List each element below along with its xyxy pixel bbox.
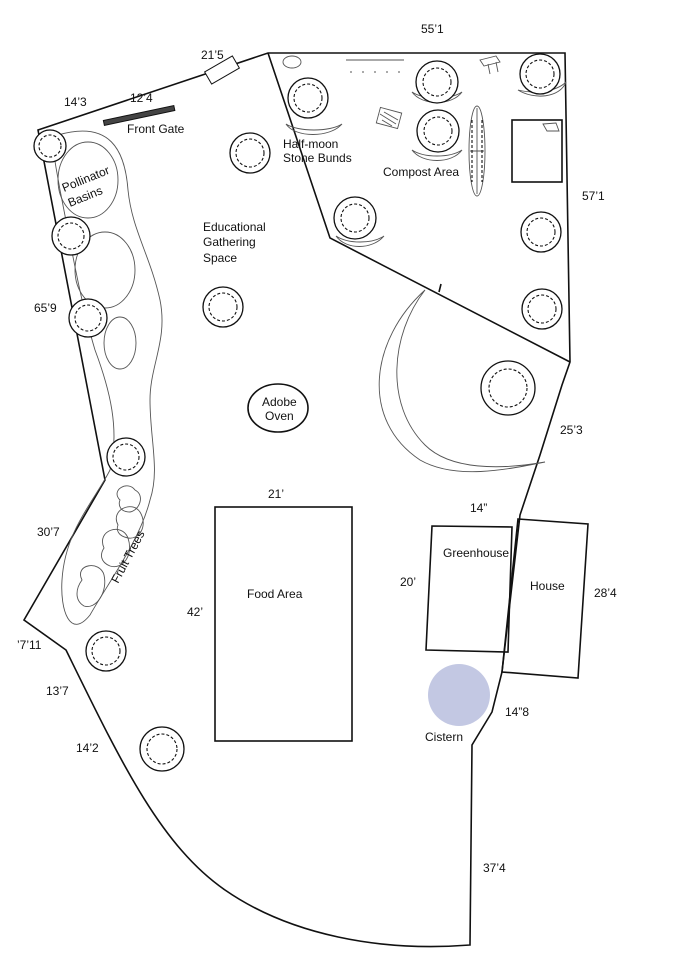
half-moon-label-1: Half-moon: [283, 137, 338, 151]
rain-gauge: [479, 55, 501, 75]
half-moon-bund-1: [285, 123, 343, 135]
educational-label-2: Gathering: [203, 235, 256, 249]
compost-tray: [375, 106, 403, 130]
crescent-swale: [378, 289, 546, 473]
compost-area-label: Compost Area: [383, 165, 459, 179]
tree-icon: [416, 109, 460, 153]
gate-structure: [203, 55, 241, 85]
pollinator-basin-1: [57, 141, 119, 219]
dim-food-side: 42’: [187, 605, 203, 619]
compost-tray-hatch: [379, 111, 399, 127]
half-moon-bund-3: [411, 149, 463, 161]
house: [501, 518, 589, 679]
dim-left-bottom: 14’2: [76, 741, 99, 755]
property-boundary: [22, 52, 571, 948]
dim-corner-left: 14’3: [64, 95, 87, 109]
small-basin: [282, 55, 302, 69]
dim-right-middle: 25’3: [560, 423, 583, 437]
dim-left-upper: 65’9: [34, 301, 57, 315]
fruit-tree-blob-3: [101, 528, 130, 568]
tree-icon: [333, 196, 377, 240]
pollinator-basin-2: [74, 231, 136, 309]
fruit-tree-blob-1: [116, 485, 141, 513]
tree-icon: [139, 726, 185, 772]
cistern: [428, 664, 490, 726]
front-gate: [102, 104, 176, 127]
adobe-oven-label-1: Adobe: [262, 395, 297, 409]
tree-group: [33, 53, 563, 772]
fruit-tree-blob-4: [76, 565, 106, 607]
tree-icon: [33, 129, 67, 163]
cistern-label: Cistern: [425, 730, 463, 744]
internal-diagonal-line: [267, 52, 571, 363]
dim-right-upper: 57’1: [582, 189, 605, 203]
tree-icon: [106, 437, 146, 477]
dim-greenhouse-side: 20’: [400, 575, 416, 589]
dim-left-lower: 13’7: [46, 684, 69, 698]
half-moon-label-2: Stone Bunds: [283, 151, 352, 165]
dim-top-edge: 55’1: [421, 22, 444, 36]
adobe-oven: [247, 383, 309, 433]
fruit-tree-blob-2: [115, 506, 144, 539]
compost-windrow-dash: [471, 120, 483, 182]
food-area: [214, 506, 353, 742]
tree-icon: [85, 630, 127, 672]
tree-icon: [287, 77, 329, 119]
dim-greenhouse-top: 14”: [470, 501, 487, 515]
dim-right-bottom: 37’4: [483, 861, 506, 875]
adobe-oven-label-2: Oven: [265, 409, 294, 423]
stake-mark: [438, 283, 442, 293]
compost-bin: [511, 119, 563, 183]
greenhouse-label: Greenhouse: [443, 546, 509, 560]
educational-label-1: Educational: [203, 220, 266, 234]
tree-icon: [68, 298, 108, 338]
half-moon-bund-4: [335, 235, 385, 247]
house-label: House: [530, 579, 565, 593]
pollinator-basin-3: [103, 316, 137, 370]
greenhouse: [425, 525, 513, 653]
dim-house-side: 28’4: [594, 586, 617, 600]
tree-icon: [229, 132, 271, 174]
front-gate-label: Front Gate: [127, 122, 185, 136]
dim-left-jog: ’7’11: [17, 638, 42, 652]
educational-label-3: Space: [203, 251, 237, 265]
food-area-label: Food Area: [247, 587, 303, 601]
tree-icon: [520, 211, 562, 253]
dim-left-middle: 30’7: [37, 525, 60, 539]
compost-windrow: [468, 105, 486, 197]
dim-front-gate-width: 12’4: [130, 91, 153, 105]
tree-icon: [521, 288, 563, 330]
dim-food-top: 21’: [268, 487, 284, 501]
tree-icon: [202, 286, 244, 328]
tree-icon: [519, 53, 561, 95]
tree-icon: [51, 216, 91, 256]
dim-gate-segment: 21’5: [201, 48, 224, 62]
dim-house-lower: 14”8: [505, 705, 529, 719]
tree-icon: [480, 360, 536, 416]
compost-lid: [542, 122, 560, 132]
tree-icon: [415, 60, 459, 104]
